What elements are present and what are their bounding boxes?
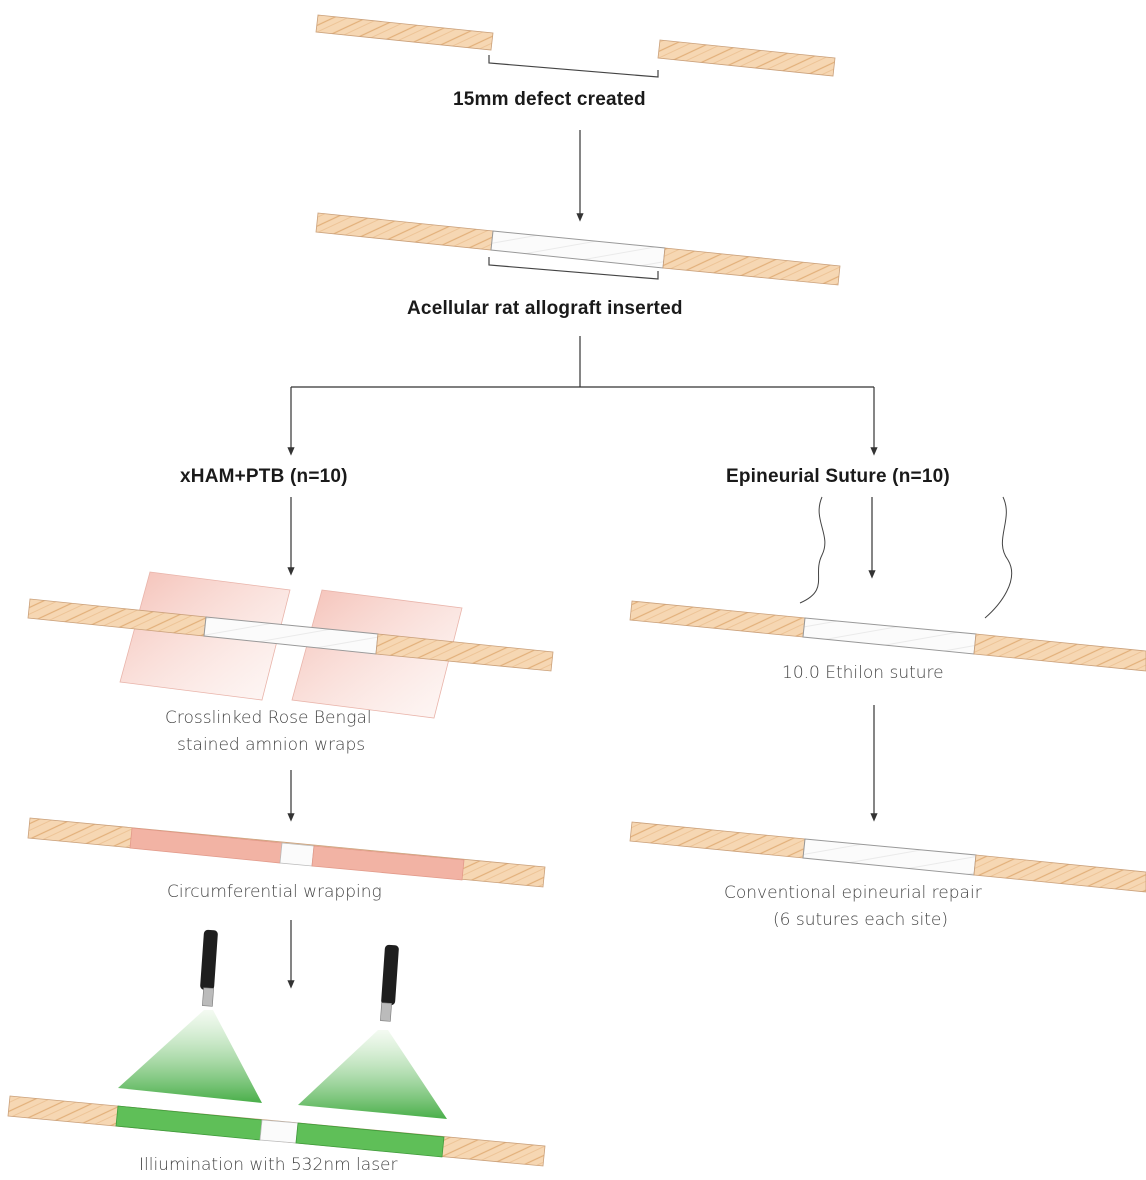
gap-graft bbox=[259, 1119, 299, 1144]
wrap-right-illuminated bbox=[295, 1122, 445, 1158]
laser-beam-right bbox=[298, 1030, 447, 1119]
laser-pointer-right bbox=[380, 944, 399, 1022]
nerve-left bbox=[629, 821, 806, 859]
allograft-segment bbox=[802, 838, 977, 876]
label-group-xham-ptb: xHAM+PTB (n=10) bbox=[180, 466, 348, 487]
wrap-left-illuminated bbox=[115, 1105, 263, 1141]
suture-step bbox=[629, 496, 1146, 672]
defect-bracket bbox=[488, 55, 659, 78]
nerve-right bbox=[662, 247, 841, 286]
label-defect-created: 15mm defect created bbox=[453, 89, 646, 110]
illumination-step bbox=[7, 929, 546, 1167]
amnion-wrap-step bbox=[27, 571, 554, 719]
wrap-left bbox=[129, 827, 283, 864]
laser-pointer-left bbox=[200, 929, 218, 1007]
nerve-right bbox=[375, 633, 554, 672]
gap-graft bbox=[279, 842, 315, 867]
nerve-left bbox=[315, 212, 494, 251]
label-suture: 10.0 Ethilon suture bbox=[782, 663, 944, 683]
wrap-right bbox=[311, 845, 465, 881]
label-repair-line1: Conventional epineurial repair bbox=[724, 883, 982, 903]
nerve-right bbox=[973, 854, 1146, 893]
allograft-segment bbox=[802, 617, 977, 655]
nerve-stump-right bbox=[657, 39, 836, 77]
allograft-nerve bbox=[315, 212, 841, 286]
nerve-right bbox=[973, 633, 1146, 672]
nerve-left bbox=[629, 600, 806, 638]
suture-thread-left bbox=[799, 496, 826, 604]
label-amnion-wraps-line1: Crosslinked Rose Bengal bbox=[165, 708, 372, 728]
label-circumferential: Circumferential wrapping bbox=[167, 882, 382, 902]
circumferential-step bbox=[27, 817, 546, 888]
label-group-epineurial: Epineurial Suture (n=10) bbox=[726, 466, 950, 487]
label-illumination: Illiumination with 532nm laser bbox=[139, 1155, 398, 1175]
nerve-stump-left bbox=[315, 14, 494, 51]
label-repair-line2: (6 sutures each site) bbox=[773, 910, 948, 930]
epineurial-repair-step bbox=[629, 821, 1146, 893]
suture-thread-right bbox=[984, 496, 1013, 619]
label-amnion-wraps-line2: stained amnion wraps bbox=[177, 735, 366, 755]
label-allograft-inserted: Acellular rat allograft inserted bbox=[407, 298, 683, 319]
allograft-segment bbox=[490, 230, 666, 269]
allograft-bracket bbox=[488, 257, 659, 280]
laser-beam-left bbox=[118, 1010, 262, 1103]
defect-nerve bbox=[315, 14, 836, 78]
